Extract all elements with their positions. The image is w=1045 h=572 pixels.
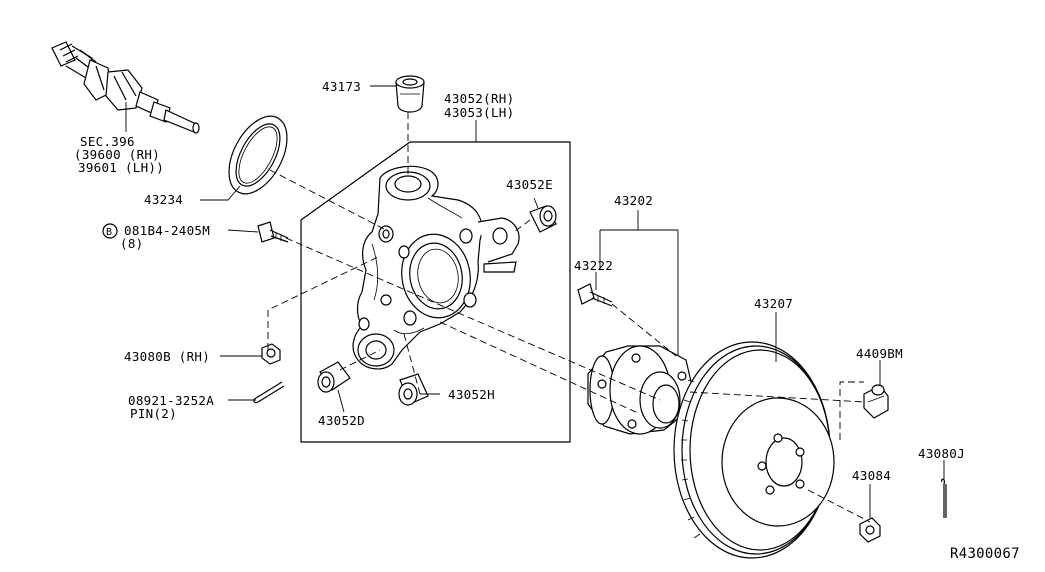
label-43080J: 43080J — [918, 446, 965, 461]
cotter-pin-43080J — [941, 478, 947, 518]
label-sec396: SEC.396 — [80, 134, 135, 149]
label-43052rh: 43052(RH) — [444, 91, 514, 106]
label-43052D: 43052D — [318, 413, 365, 428]
label-bolt-circle: B — [106, 227, 112, 238]
label-43053lh: 43053(LH) — [444, 105, 514, 120]
label-4409BM: 4409BM — [856, 346, 903, 361]
pin-08921 — [253, 381, 285, 404]
label-pin2: PIN(2) — [130, 406, 177, 421]
nut-43080B — [261, 343, 281, 365]
label-43202: 43202 — [614, 193, 653, 208]
label-bolt-qty: (8) — [120, 236, 143, 251]
label-43052H: 43052H — [448, 387, 495, 402]
assembly-outline — [300, 141, 571, 443]
label-43207: 43207 — [754, 296, 793, 311]
knuckle — [352, 165, 520, 370]
bushing-43052H — [398, 373, 429, 406]
hub-bearing-43202 — [587, 345, 693, 435]
bolt-081B4 — [257, 221, 289, 243]
leader-lines — [125, 85, 945, 518]
label-43052E: 43052E — [506, 177, 553, 192]
bushing-43052D — [317, 361, 351, 393]
label-39600: (39600 (RH) — [74, 147, 160, 162]
label-081B4: 081B4-2405M — [124, 223, 210, 238]
bushing-43052E — [529, 205, 557, 233]
label-43084: 43084 — [852, 468, 891, 483]
diagram-reference: R4300067 — [950, 546, 1020, 562]
seal-ring-43234 — [228, 115, 288, 195]
disc-rotor-43207 — [673, 341, 835, 559]
label-43080B: 43080B (RH) — [124, 349, 210, 364]
label-43173: 43173 — [322, 79, 361, 94]
hub-bolt-43222 — [577, 283, 613, 307]
plug-4409BM — [863, 384, 889, 419]
part-labels: SEC.396 (39600 (RH) 39601 (LH)) 43234 B … — [74, 79, 1020, 562]
label-39601: 39601 (LH)) — [78, 160, 164, 175]
bushing-43173 — [395, 75, 425, 113]
label-08921: 08921-3252A — [128, 393, 214, 408]
bolt-circle-marker — [102, 223, 118, 239]
phantom-lines — [267, 112, 871, 523]
label-43222: 43222 — [574, 258, 613, 273]
drive-shaft — [51, 41, 200, 134]
label-43234: 43234 — [144, 192, 183, 207]
nut-43084 — [859, 517, 881, 543]
